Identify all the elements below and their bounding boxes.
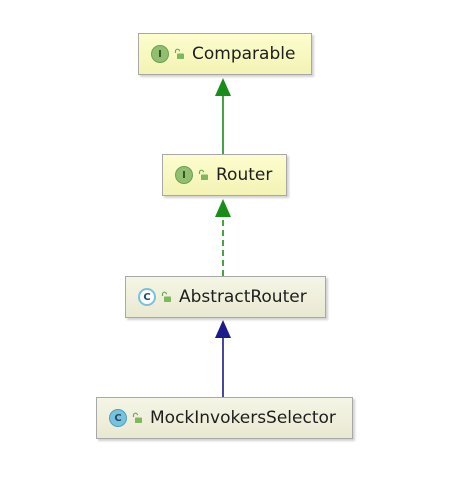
edge-abstractrouter-router (215, 199, 231, 276)
unlock-icon (131, 412, 143, 424)
node-label: AbstractRouter (179, 287, 307, 307)
unlock-icon (197, 169, 209, 181)
node-abstract-router[interactable]: C AbstractRouter (125, 276, 326, 318)
arrowhead-icon (215, 199, 231, 217)
arrowhead-icon (215, 78, 231, 96)
class-badge-icon: C (109, 409, 127, 427)
node-label: Router (216, 165, 273, 185)
node-label: Comparable (192, 44, 296, 64)
node-label: MockInvokersSelector (150, 408, 336, 428)
edge-router-comparable (215, 78, 231, 154)
unlock-icon (173, 48, 185, 60)
interface-badge-icon: I (151, 45, 169, 63)
interface-badge-icon: I (175, 166, 193, 184)
abstract-class-badge-icon: C (138, 288, 156, 306)
edge-mockinvokersselector-abstractrouter (215, 320, 231, 397)
node-mock-invokers-selector[interactable]: C MockInvokersSelector (96, 397, 353, 439)
node-router[interactable]: I Router (162, 154, 287, 196)
node-comparable[interactable]: I Comparable (138, 33, 312, 75)
unlock-icon (160, 291, 172, 303)
arrowhead-icon (215, 320, 231, 338)
